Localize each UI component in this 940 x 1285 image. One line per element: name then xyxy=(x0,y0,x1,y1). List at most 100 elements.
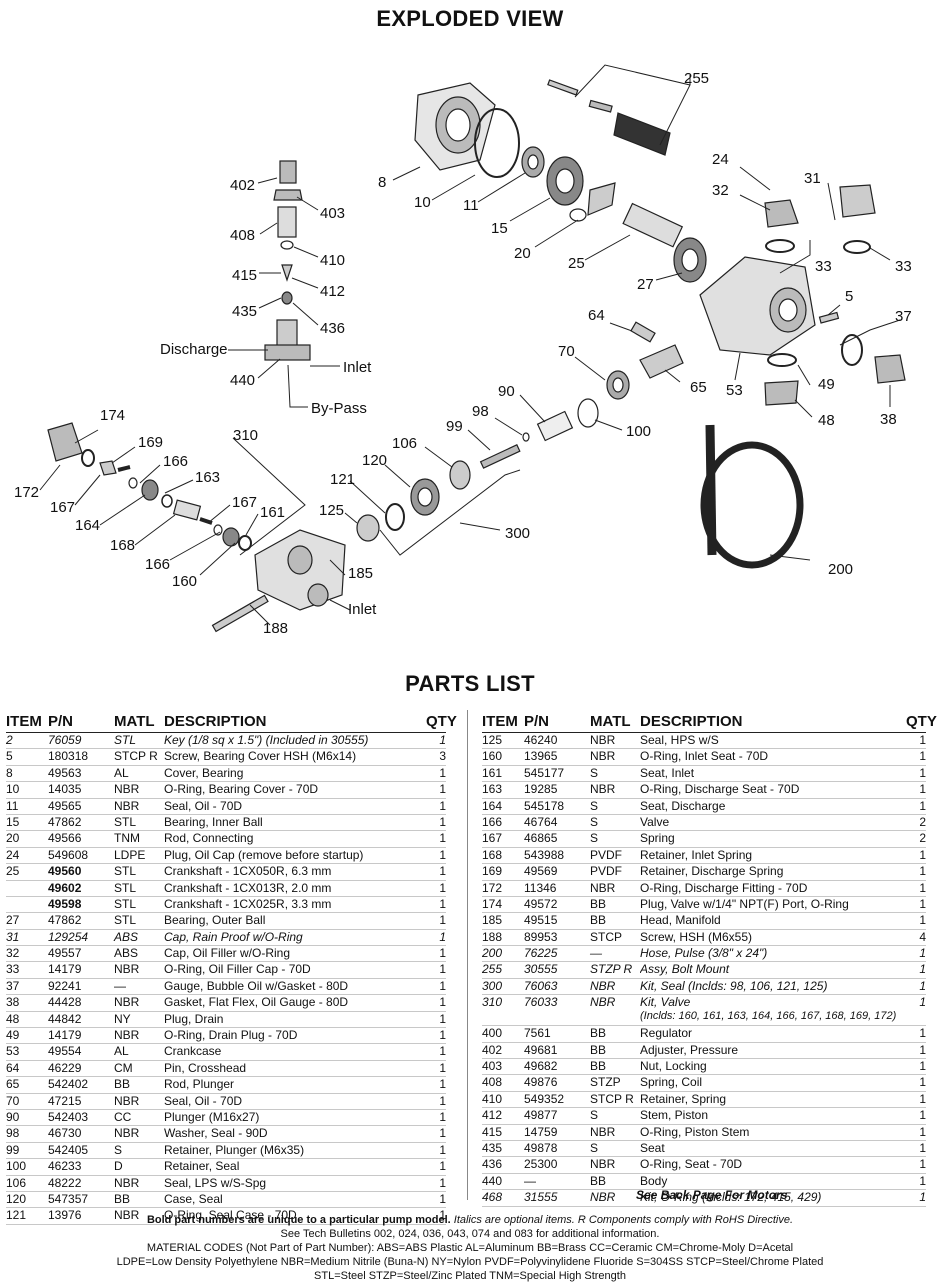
cell-description-line-1: Kit, Valve xyxy=(640,995,691,1010)
notes-line-1: Bold part numbers are unique to a partic… xyxy=(0,1214,940,1228)
cell-matl: PVDF xyxy=(590,864,623,879)
callout-255: 255 xyxy=(684,70,709,87)
callout-inlet-manifold: Inlet xyxy=(348,601,377,618)
cell-item: 31 xyxy=(6,929,20,944)
cell-qty: 1 xyxy=(919,1091,926,1106)
cell-description: Crankshaft - 1CX050R, 6.3 mm xyxy=(164,864,332,879)
callout-412: 412 xyxy=(320,283,345,300)
cell-description: Plug, Drain xyxy=(164,1011,224,1026)
cell-item: 415 xyxy=(482,1124,503,1139)
cell-matl: S xyxy=(114,1142,123,1157)
cell-description: Screw, HSH (M6x55) xyxy=(640,929,753,944)
cell-description: Seal, Oil - 70D xyxy=(164,1093,243,1108)
cell-qty: 1 xyxy=(439,1060,446,1075)
cell-pn: 49515 xyxy=(524,913,558,928)
cell-description: Retainer, Inlet Spring xyxy=(640,847,753,862)
cell-pn: 14035 xyxy=(48,782,82,797)
cell-qty: 1 xyxy=(439,1191,446,1206)
cell-qty: 1 xyxy=(919,1108,926,1123)
cell-description: O-Ring, Discharge Seat - 70D xyxy=(640,782,800,797)
cell-description: Key (1/8 sq x 1.5") (Included in 30555) xyxy=(164,733,369,747)
cell-item: 53 xyxy=(6,1044,20,1059)
header-description: DESCRIPTION xyxy=(640,713,743,730)
cell-matl: NBR xyxy=(114,1093,140,1108)
callout-38: 38 xyxy=(880,411,897,428)
cell-pn: 25300 xyxy=(524,1157,558,1172)
cell-item: 24 xyxy=(6,847,20,862)
cell-pn: 19285 xyxy=(524,782,558,797)
bold-note: Bold part numbers are unique to a partic… xyxy=(146,1214,451,1226)
cell-matl: STL xyxy=(114,913,137,928)
cell-item xyxy=(6,881,48,896)
cell-item: 166 xyxy=(482,814,503,829)
cell-item: 99 xyxy=(6,1142,20,1157)
cell-matl: BB xyxy=(590,1042,607,1057)
callout-20: 20 xyxy=(514,245,531,262)
cell-qty: 1 xyxy=(439,1028,446,1043)
header-item: ITEM xyxy=(482,713,518,730)
cell-matl: ABS xyxy=(114,946,139,961)
callout-bypass: By-Pass xyxy=(311,400,367,417)
cell-description: Spring xyxy=(640,831,675,846)
callout-98: 98 xyxy=(472,403,489,420)
cell-item: 33 xyxy=(6,962,20,977)
cell-qty: 1 xyxy=(919,962,926,977)
cell-item xyxy=(6,897,48,912)
cell-qty: 1 xyxy=(919,782,926,797)
cell-matl: BB xyxy=(590,896,607,911)
cell-description: Nut, Locking xyxy=(640,1059,707,1074)
cell-qty: 1 xyxy=(439,733,446,747)
cell-qty: 1 xyxy=(439,782,446,797)
cell-description: Head, Manifold xyxy=(640,913,721,928)
cell-pn: 545178 xyxy=(524,798,565,813)
cell-pn: 49554 xyxy=(48,1044,82,1059)
cell-description: O-Ring, Drain Plug - 70D xyxy=(164,1028,298,1043)
cell-description: Retainer, Spring xyxy=(640,1091,727,1106)
header-matl: MATL xyxy=(590,713,631,730)
callout-49: 49 xyxy=(818,376,835,393)
callout-70: 70 xyxy=(558,343,575,360)
material-codes-line-1: MATERIAL CODES (Not Part of Part Number)… xyxy=(146,1242,794,1254)
cell-matl: NBR xyxy=(590,782,616,797)
cell-pn: 31555 xyxy=(524,1190,558,1205)
cell-item: 168 xyxy=(482,847,503,862)
cell-item: 38 xyxy=(6,995,20,1010)
cell-description: Seal, LPS w/S-Spg xyxy=(164,1175,267,1190)
cell-item: 188 xyxy=(482,929,503,944)
cell-matl: — xyxy=(590,946,602,961)
cell-pn: 49602 xyxy=(48,880,82,895)
cell-item: 185 xyxy=(482,913,503,928)
cell-matl: STCP R xyxy=(590,1091,634,1106)
cell-description: Cover, Bearing xyxy=(164,765,244,780)
cell-item: 255 xyxy=(482,962,503,977)
callout-166-a: 166 xyxy=(163,453,188,470)
cell-qty: 1 xyxy=(439,831,446,846)
cell-pn: 49565 xyxy=(48,798,82,813)
callout-100: 100 xyxy=(626,423,651,440)
cell-item: 98 xyxy=(6,1126,20,1141)
cell-description: Adjuster, Pressure xyxy=(640,1042,739,1057)
cell-qty: 1 xyxy=(919,1026,926,1041)
cell-matl: NBR xyxy=(590,1124,616,1139)
callout-125: 125 xyxy=(319,502,344,519)
cell-item: 174 xyxy=(482,896,503,911)
callout-168: 168 xyxy=(110,537,135,554)
cell-matl: BB xyxy=(114,1077,131,1092)
italic-note: Italics are optional items. R Components… xyxy=(450,1214,794,1226)
cell-qty: 1 xyxy=(919,978,926,993)
cell-item: 400 xyxy=(482,1026,503,1041)
callout-160: 160 xyxy=(172,573,197,590)
